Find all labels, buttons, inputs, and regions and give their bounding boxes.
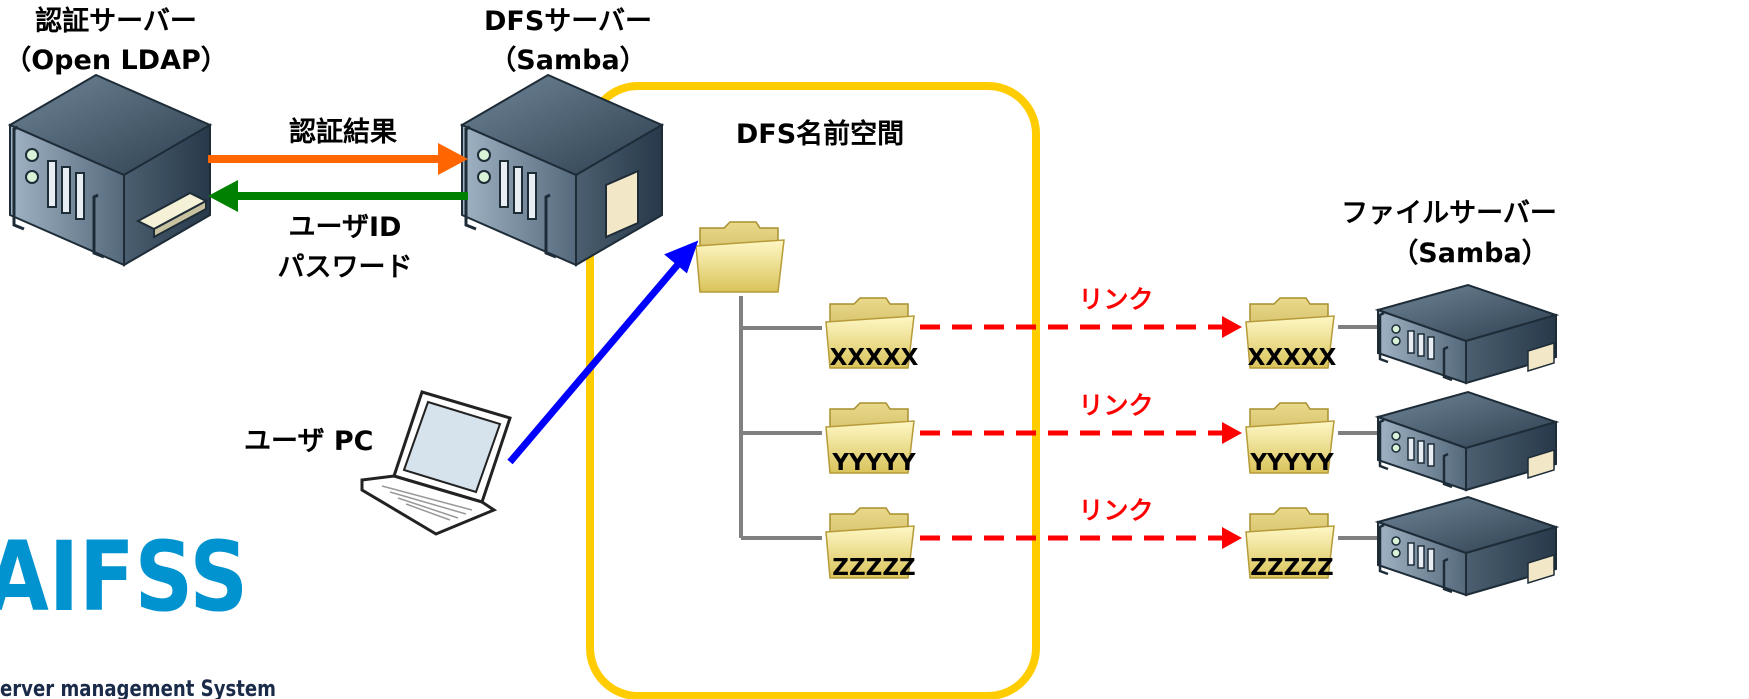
fileserver-connectors: [1338, 325, 1378, 540]
auth-result-arrowhead: [438, 143, 468, 175]
link-arrowhead: [1222, 316, 1242, 338]
file-server-subtitle: （Samba）: [1391, 238, 1548, 269]
file-server-icon: [1376, 495, 1558, 597]
logo-tagline: erver management System: [0, 677, 276, 699]
fileserver-folder-name: XXXXX: [1248, 345, 1337, 371]
link-label: リンク: [1078, 285, 1153, 314]
user-access-arrowhead: [664, 240, 699, 274]
auth-result-label: 認証結果: [289, 116, 397, 148]
logo-text: AIFSS: [0, 521, 248, 633]
link-label: リンク: [1078, 391, 1153, 420]
aifss-logo: AIFSS erver management System: [0, 521, 276, 699]
file-server-icon: [1376, 283, 1558, 385]
link-arrowhead: [1222, 527, 1242, 549]
fileserver-folder-name: ZZZZZ: [1250, 555, 1333, 581]
auth-server-title: 認証サーバー: [35, 5, 197, 37]
namespace-folder-name: YYYYY: [831, 450, 916, 476]
auth-server-subtitle: （Open LDAP）: [4, 45, 228, 76]
dfs-namespace-box: [586, 82, 1040, 699]
namespace-folder-name: XXXXX: [830, 345, 919, 371]
file-server-title: ファイルサーバー: [1341, 198, 1557, 229]
link-arrows: [920, 324, 1222, 541]
folder-tree-lines: [739, 296, 822, 540]
credentials-line1: ユーザID: [289, 212, 402, 243]
credentials-arrowhead: [208, 180, 238, 212]
link-label: リンク: [1078, 496, 1153, 525]
dfs-server-title: DFSサーバー: [484, 6, 652, 37]
user-access-arrow: [507, 259, 683, 465]
fileserver-folder-name: YYYYY: [1249, 450, 1334, 476]
dfs-server-subtitle: （Samba）: [489, 45, 646, 76]
dfs-server-icon: [460, 73, 664, 267]
laptop-icon: [360, 390, 512, 536]
auth-server-icon: [8, 73, 212, 267]
namespace-label: DFS名前空間: [736, 118, 904, 150]
credentials-line2: パスワード: [278, 252, 413, 283]
file-server-icon: [1376, 390, 1558, 492]
user-pc-label: ユーザ PC: [244, 426, 373, 457]
namespace-folder-name: ZZZZZ: [832, 555, 915, 581]
namespace-root-folder-icon: [695, 221, 785, 293]
link-arrowhead: [1222, 422, 1242, 444]
